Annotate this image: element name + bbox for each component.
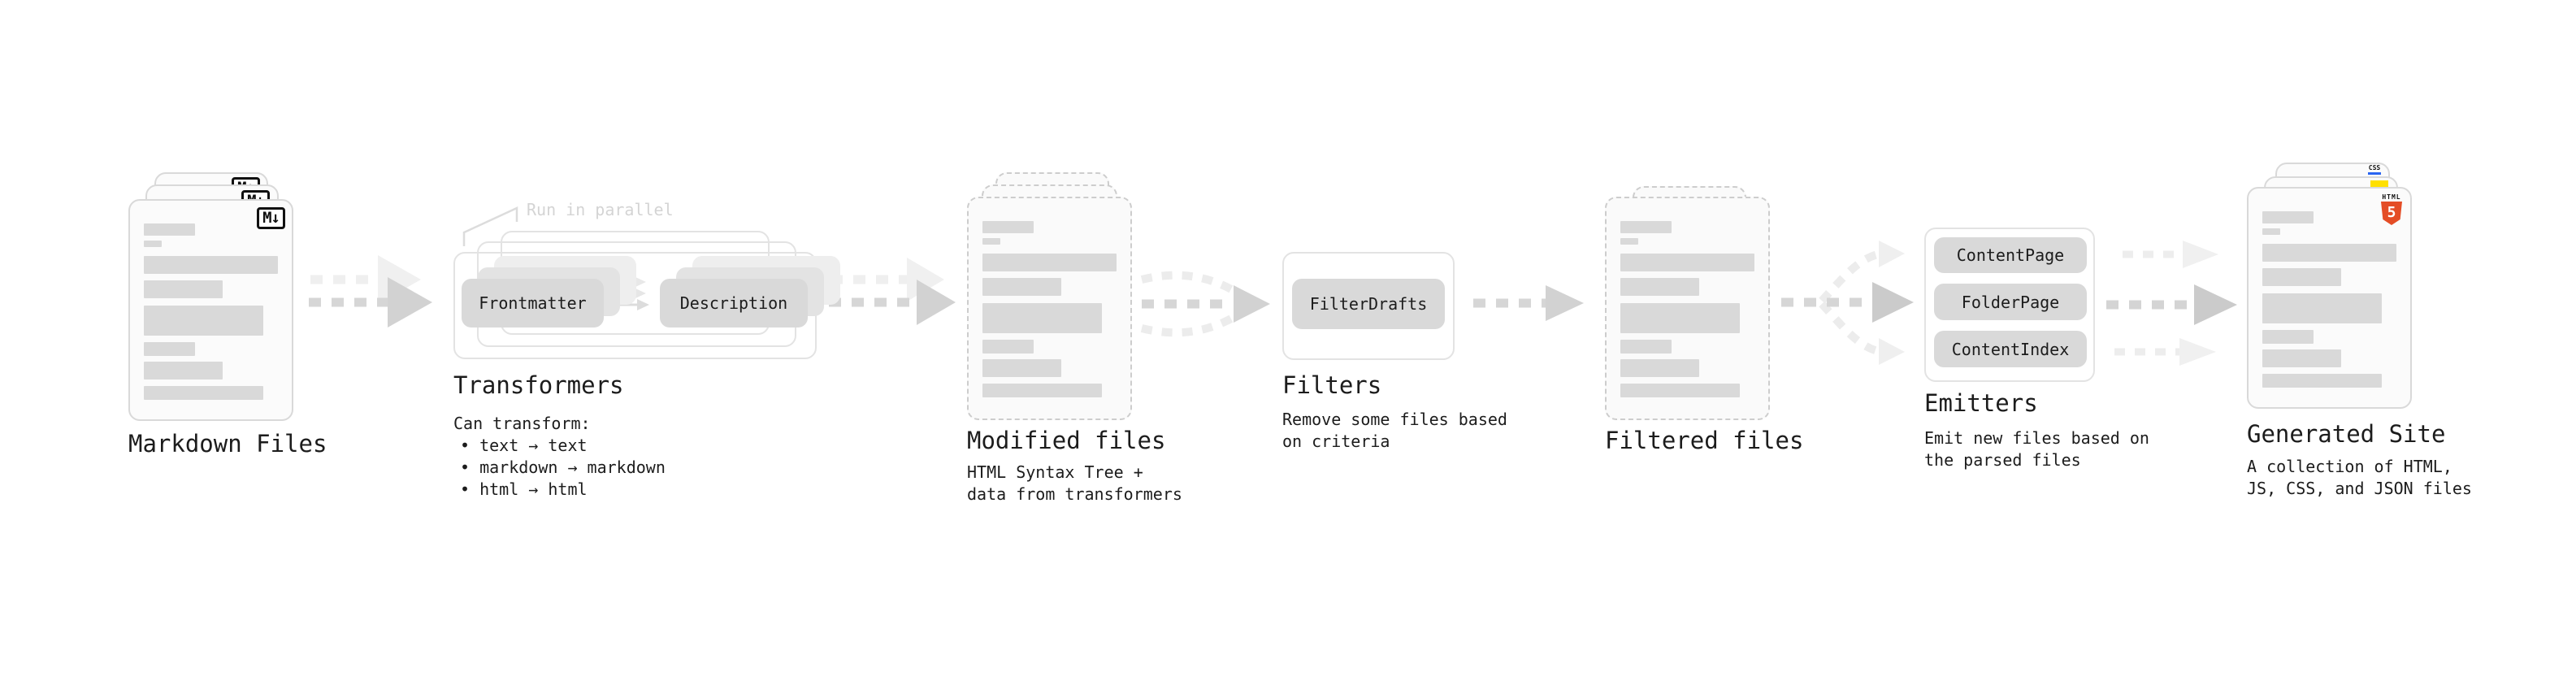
css-badge-icon: CSS xyxy=(2367,165,2382,175)
plugin-box-filterdrafts: FilterDrafts xyxy=(1292,279,1445,329)
node-label: Filters xyxy=(1282,371,1382,399)
js-badge-icon xyxy=(2370,180,2388,189)
node-description: Emit new files based on the parsed files xyxy=(1924,428,2149,470)
bullet-item: • markdown → markdown xyxy=(460,458,666,477)
bullet-item: • html → html xyxy=(460,479,588,499)
node-label: Modified files xyxy=(967,427,1166,454)
node-label: Transformers xyxy=(453,371,624,399)
plugin-box-folderpage: FolderPage xyxy=(1934,284,2087,320)
node-description: Can transform: xyxy=(453,414,591,433)
emitters-container xyxy=(1924,228,2095,382)
plugin-box-contentpage: ContentPage xyxy=(1934,237,2087,273)
markdown-file-icon: M↓ xyxy=(128,199,293,421)
arrow-transformers-to-modified xyxy=(829,258,956,325)
css-badge-bar xyxy=(2368,172,2381,175)
css-badge-label: CSS xyxy=(2368,164,2381,171)
node-label: Emitters xyxy=(1924,389,2038,417)
node-label: Markdown Files xyxy=(128,430,327,458)
node-description: Remove some files based on criteria xyxy=(1282,410,1507,451)
arrow-filters-to-filtered xyxy=(1473,285,1584,321)
filtered-file-icon xyxy=(1605,197,1770,420)
node-label: Generated Site xyxy=(2247,420,2446,448)
skeleton-lines xyxy=(982,221,1117,397)
arrow-emitters-to-site xyxy=(2106,241,2237,366)
node-description: A collection of HTML, JS, CSS, and JSON … xyxy=(2247,457,2472,498)
skeleton-lines xyxy=(2262,211,2396,388)
skeleton-lines xyxy=(144,223,278,400)
markdown-badge-icon: M↓ xyxy=(257,207,285,229)
html5-word: HTML xyxy=(2382,193,2401,201)
plugin-box-frontmatter: Frontmatter xyxy=(462,279,604,327)
arrow-markdown-to-transformers xyxy=(309,255,432,327)
modified-file-icon xyxy=(967,197,1132,420)
node-description: HTML Syntax Tree + data from transformer… xyxy=(967,462,1182,504)
arrow-filtered-to-emitters xyxy=(1781,241,1914,365)
run-in-parallel-annotation: Run in parallel xyxy=(527,200,674,219)
generated-site-file-icon: HTML 5 xyxy=(2247,187,2412,409)
arrow-modified-to-filters xyxy=(1140,271,1270,337)
run-in-parallel-leader xyxy=(462,206,518,246)
skeleton-lines xyxy=(1620,221,1754,397)
plugin-box-description: Description xyxy=(660,279,808,327)
node-label: Filtered files xyxy=(1605,427,1804,454)
html5-icon: HTML 5 xyxy=(2381,193,2402,225)
transform-bullet-list: • text → text • markdown → markdown • ht… xyxy=(460,435,666,501)
filters-container xyxy=(1282,252,1455,360)
plugin-box-contentindex: ContentIndex xyxy=(1934,331,2087,367)
bullet-item: • text → text xyxy=(460,436,588,455)
